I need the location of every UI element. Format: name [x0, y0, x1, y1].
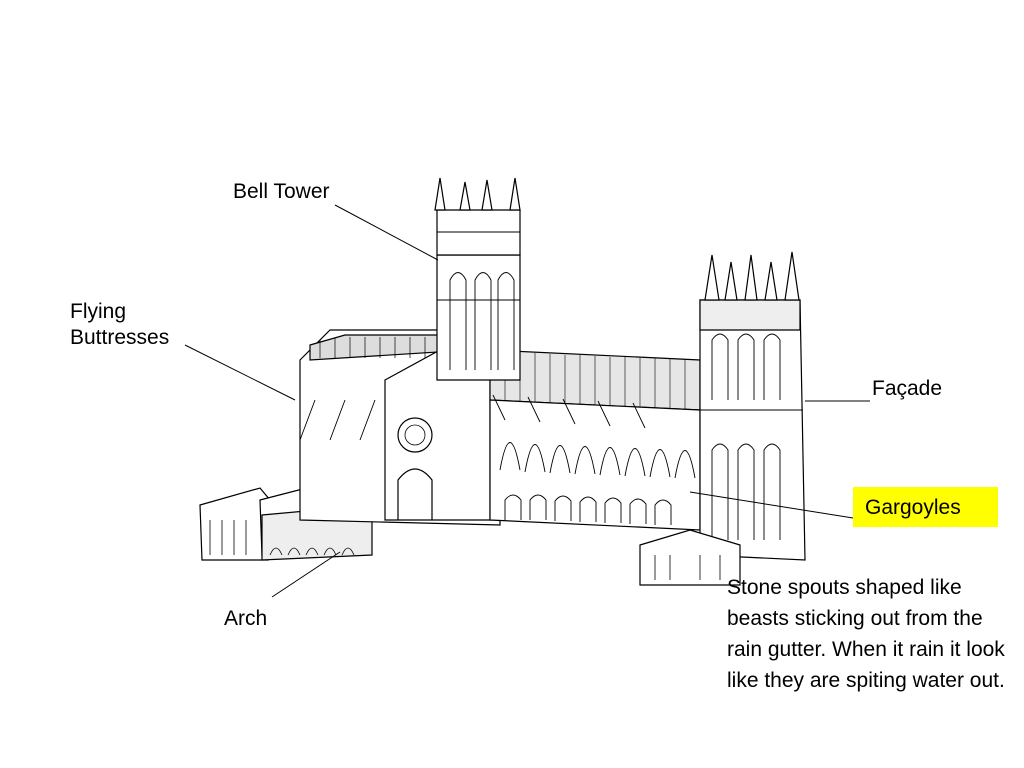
cathedral-illustration [199, 177, 806, 586]
flying-buttresses-leader [184, 344, 296, 401]
flying-buttresses-label: Flying Buttresses [70, 299, 210, 351]
flying-buttresses-label-line2: Buttresses [70, 326, 170, 349]
leader-lines [184, 204, 870, 598]
gargoyles-description: Stone spouts shaped like beasts sticking… [727, 576, 1005, 692]
arch-leader [271, 551, 341, 598]
arch-label: Arch [224, 607, 268, 630]
facade-label: Façade [872, 377, 943, 400]
bell-tower-leader [334, 204, 439, 261]
gargoyles-label: Gargoyles [853, 487, 998, 527]
flying-buttresses-label-line1: Flying [70, 300, 127, 323]
bell-tower-label: Bell Tower [233, 180, 330, 203]
gargoyles-leader [689, 491, 854, 519]
